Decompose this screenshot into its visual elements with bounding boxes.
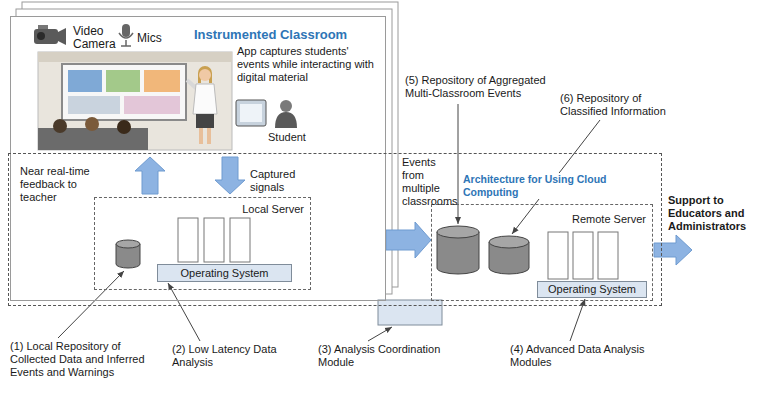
process-module: [204, 218, 224, 262]
process-module: [598, 232, 618, 279]
classroom-panel: Video Camera Mics Instrumented ClassroomAp…: [10, 16, 386, 301]
local-server-box: Local ServerOperating System: [94, 197, 311, 290]
feedback-arrow: [135, 157, 165, 194]
screen-window: [106, 70, 140, 92]
remote-server-box: Remote ServerOperating System: [431, 204, 653, 301]
classroom-ceiling: [38, 52, 232, 62]
coordination-module-box: [378, 300, 442, 325]
panel-note: App captures students' events while inte…: [237, 45, 382, 84]
camera-dial: [37, 32, 45, 40]
front-page-ground: [10, 16, 386, 301]
edge-label: Events from multiple classrooms: [402, 156, 460, 208]
leader-line: [368, 327, 392, 341]
leader-line: [58, 271, 124, 338]
teacher-leg: [199, 128, 203, 144]
leader-line: [458, 104, 459, 224]
teacher-head: [199, 69, 211, 81]
tablet-frame: [236, 100, 266, 126]
microphone-icon: [119, 24, 133, 46]
device-label: Video Camera: [73, 25, 119, 51]
server-label: Local Server: [242, 203, 304, 216]
student-head: [85, 117, 99, 131]
callout-label: (1) Local Repository of Collected Data a…: [10, 340, 165, 379]
mic-capsule: [122, 24, 130, 37]
teacher-leg: [207, 128, 211, 144]
classroom-picture: [38, 52, 232, 150]
operating-system-bar: Operating System: [157, 264, 292, 282]
bar-label: Operating System: [158, 267, 291, 280]
database-top: [116, 240, 140, 248]
camera-lens: [58, 28, 66, 45]
screen-window: [68, 70, 102, 92]
database-top: [489, 236, 529, 248]
screen-window: [68, 96, 120, 114]
student-head: [117, 120, 131, 134]
student-head: [53, 119, 67, 133]
teacher-body: [193, 84, 217, 114]
student-label: Student: [268, 131, 306, 144]
callout-label: (4) Advanced Data Analysis Modules: [510, 343, 660, 369]
screen-window: [144, 70, 180, 92]
teacher-hair: [198, 66, 212, 83]
capture-arrow: [215, 157, 245, 194]
mic-base: [121, 45, 131, 47]
classroom-wall: [38, 52, 232, 150]
camera-body: [34, 29, 58, 44]
block-arrow: [386, 222, 431, 258]
support-arrow: [654, 235, 692, 265]
process-module: [573, 232, 593, 279]
region-heading: Architecture for Using Cloud Computing: [463, 173, 658, 199]
process-module: [230, 218, 250, 262]
callout-label: (2) Low Latency Data Analysis: [172, 343, 282, 369]
student-device: [236, 100, 297, 128]
mic-holder: [119, 33, 133, 38]
callout-label: (5) Repository of Aggregated Multi-Class…: [405, 74, 573, 100]
camera-handle: [38, 25, 48, 29]
arrow-label: Captured signals: [250, 168, 310, 194]
output-label: Support to Educators and Administrators: [668, 194, 756, 233]
device-label: Mics: [137, 32, 162, 45]
student-icon-head: [280, 100, 292, 112]
database-top: [437, 226, 479, 238]
process-module: [178, 218, 198, 262]
desk-row: [38, 128, 148, 150]
cloud-architecture-region: Architecture for Using Cloud ComputingLo…: [8, 153, 662, 306]
interactive-screen: [62, 64, 186, 120]
panel-heading: Instrumented Classroom: [194, 27, 347, 42]
tablet-screen: [240, 104, 262, 122]
video-camera-icon: [34, 25, 66, 45]
student-icon-body: [275, 112, 297, 128]
screen-window: [124, 96, 180, 114]
teacher-skirt: [196, 114, 214, 128]
arrow-label: Near real-time feedback to teacher: [20, 165, 105, 204]
mic-stand: [125, 40, 127, 46]
process-module: [548, 232, 568, 279]
server-label: Remote Server: [572, 213, 646, 226]
leader-line: [168, 283, 200, 341]
callout-label: (3) Analysis Coordination Module: [318, 343, 468, 369]
bar-label: Operating System: [538, 283, 646, 296]
operating-system-bar: Operating System: [537, 281, 647, 298]
callout-label: (6) Repository of Classified Information: [560, 92, 685, 118]
